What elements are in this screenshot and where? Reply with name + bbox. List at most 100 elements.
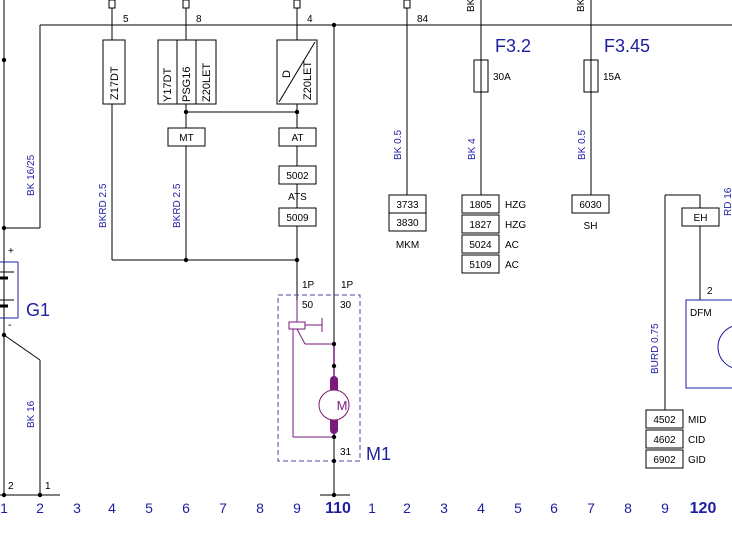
terminal-label-5: 5 bbox=[123, 14, 129, 25]
hzg-ac-table: 1805 HZG 1827 HZG 5024 AC 5109 AC bbox=[461, 194, 526, 274]
pin-label: 1 bbox=[45, 481, 51, 492]
dfm-symbol bbox=[717, 325, 732, 369]
wire-label: BK 4 bbox=[467, 138, 478, 160]
wire-label: BK 0.5 bbox=[577, 130, 588, 160]
motor-label: M bbox=[337, 398, 348, 413]
engine-label: Z17DT bbox=[109, 66, 121, 100]
junction-dot bbox=[183, 109, 189, 115]
grid-scale-label: 8 bbox=[624, 500, 632, 516]
transmission-mt-box: MT bbox=[167, 127, 206, 147]
engine-label: PSG16 bbox=[181, 67, 193, 102]
wire-label: BK 16/25 bbox=[26, 154, 37, 196]
table-row bbox=[645, 429, 684, 449]
fuse-f3-2: F3.2 30A bbox=[473, 36, 531, 93]
connector-code: 4502 bbox=[653, 415, 676, 426]
junction-dot bbox=[183, 257, 189, 263]
table-row bbox=[461, 194, 500, 214]
engine-label: Y17DT bbox=[162, 67, 174, 102]
engine-box-y17dt: Y17DT PSG16 Z20LET bbox=[157, 39, 217, 105]
table-row bbox=[645, 409, 684, 429]
junction-dot bbox=[331, 363, 337, 369]
eh-connector: EH 2 DFM bbox=[681, 207, 732, 389]
connector-code: 5109 bbox=[469, 260, 492, 271]
id-table: 4502 MID 4602 CID 6902 GID bbox=[645, 409, 706, 469]
cut-wire-label-left: BK bbox=[466, 0, 477, 12]
starter-name: M1 bbox=[366, 444, 391, 464]
junction-dot bbox=[294, 109, 300, 115]
pin-label: 2 bbox=[707, 286, 713, 297]
transmission-label: MT bbox=[179, 133, 193, 144]
junction-dot bbox=[1, 57, 7, 63]
engine-label: Z20LET bbox=[201, 63, 213, 102]
wire-label: BK 16 bbox=[26, 400, 37, 428]
starter-m1: 1P 1P 50 30 31 M1 M bbox=[277, 280, 391, 464]
grid-scale-label: 7 bbox=[587, 500, 595, 516]
junction-dot bbox=[37, 492, 43, 498]
connector-code: 5024 bbox=[469, 240, 492, 251]
ats-label: ATS bbox=[288, 192, 307, 203]
grid-scale-label: 1 bbox=[368, 500, 376, 516]
grid-scale-label: 5 bbox=[145, 500, 153, 516]
table-row bbox=[461, 214, 500, 234]
junction-dot bbox=[331, 492, 337, 498]
pin-label: 30 bbox=[340, 300, 352, 311]
grid-scale-label: 120 bbox=[690, 500, 717, 517]
grid-scale-label: 2 bbox=[36, 500, 44, 516]
engine-box-z17dt: Z17DT bbox=[102, 39, 126, 105]
wire-label: BKRD 2.5 bbox=[98, 183, 109, 228]
fuse-rating: 15A bbox=[603, 72, 621, 83]
engine-label: D bbox=[281, 70, 293, 78]
transmission-at-box: AT bbox=[278, 127, 317, 147]
grid-scale-label: 1 bbox=[0, 500, 8, 516]
grid-scale-label: 3 bbox=[73, 500, 81, 516]
dfm-label: DFM bbox=[690, 308, 712, 319]
connector-code: 3733 bbox=[396, 200, 419, 211]
connector-label: GID bbox=[688, 455, 706, 466]
cut-wire-label-right: BK bbox=[576, 0, 587, 12]
connector-code: 5009 bbox=[286, 213, 309, 224]
terminal-connector bbox=[293, 0, 301, 9]
junction-dot bbox=[1, 332, 7, 338]
grid-scale-label: 6 bbox=[550, 500, 558, 516]
grid-scale-label: 5 bbox=[514, 500, 522, 516]
connector-code: 6030 bbox=[579, 200, 602, 211]
junction-dots bbox=[1, 22, 337, 498]
grid-scale-label: 9 bbox=[661, 500, 669, 516]
junction-dot bbox=[294, 257, 300, 263]
engine-box-z20let: D Z20LET bbox=[276, 39, 318, 105]
junction-dot bbox=[331, 22, 337, 28]
connector-code: 3830 bbox=[396, 218, 419, 229]
motor-symbol bbox=[318, 389, 350, 421]
terminal-connector bbox=[403, 0, 411, 9]
connector-label: MID bbox=[688, 415, 706, 426]
top-terminals bbox=[108, 0, 411, 9]
wire-label: BURD 0.75 bbox=[650, 323, 661, 374]
pin-label: 1P bbox=[341, 280, 354, 291]
table-row bbox=[645, 449, 684, 469]
sh-connector: 6030 SH bbox=[571, 194, 610, 232]
fuse-rating: 30A bbox=[493, 72, 511, 83]
wire-label: BK 0.5 bbox=[393, 130, 404, 160]
transmission-label: AT bbox=[291, 133, 303, 144]
battery-plus: + bbox=[8, 246, 14, 257]
pin-label: 50 bbox=[302, 300, 314, 311]
fuse-name: F3.45 bbox=[604, 36, 650, 56]
connector-code: 4602 bbox=[653, 435, 676, 446]
connector-label: AC bbox=[505, 260, 519, 271]
grid-scale-label: 4 bbox=[477, 500, 485, 516]
grid-scale-label: 110 bbox=[325, 500, 351, 517]
dfm-module bbox=[685, 299, 732, 389]
connector-code: 1827 bbox=[469, 220, 492, 231]
battery-g1: + - G1 bbox=[0, 246, 50, 331]
connector-code: 6902 bbox=[653, 455, 676, 466]
motor-brush-top bbox=[330, 376, 338, 394]
engine-label: Z20LET bbox=[302, 61, 314, 100]
mkm-connector: 3733 3830 MKM bbox=[388, 194, 427, 251]
pin-label: 2 bbox=[8, 481, 14, 492]
pin-label: 1P bbox=[302, 280, 315, 291]
grid-scale-label: 7 bbox=[219, 500, 227, 516]
connector-code: 1805 bbox=[469, 200, 492, 211]
terminal-connector bbox=[182, 0, 190, 9]
